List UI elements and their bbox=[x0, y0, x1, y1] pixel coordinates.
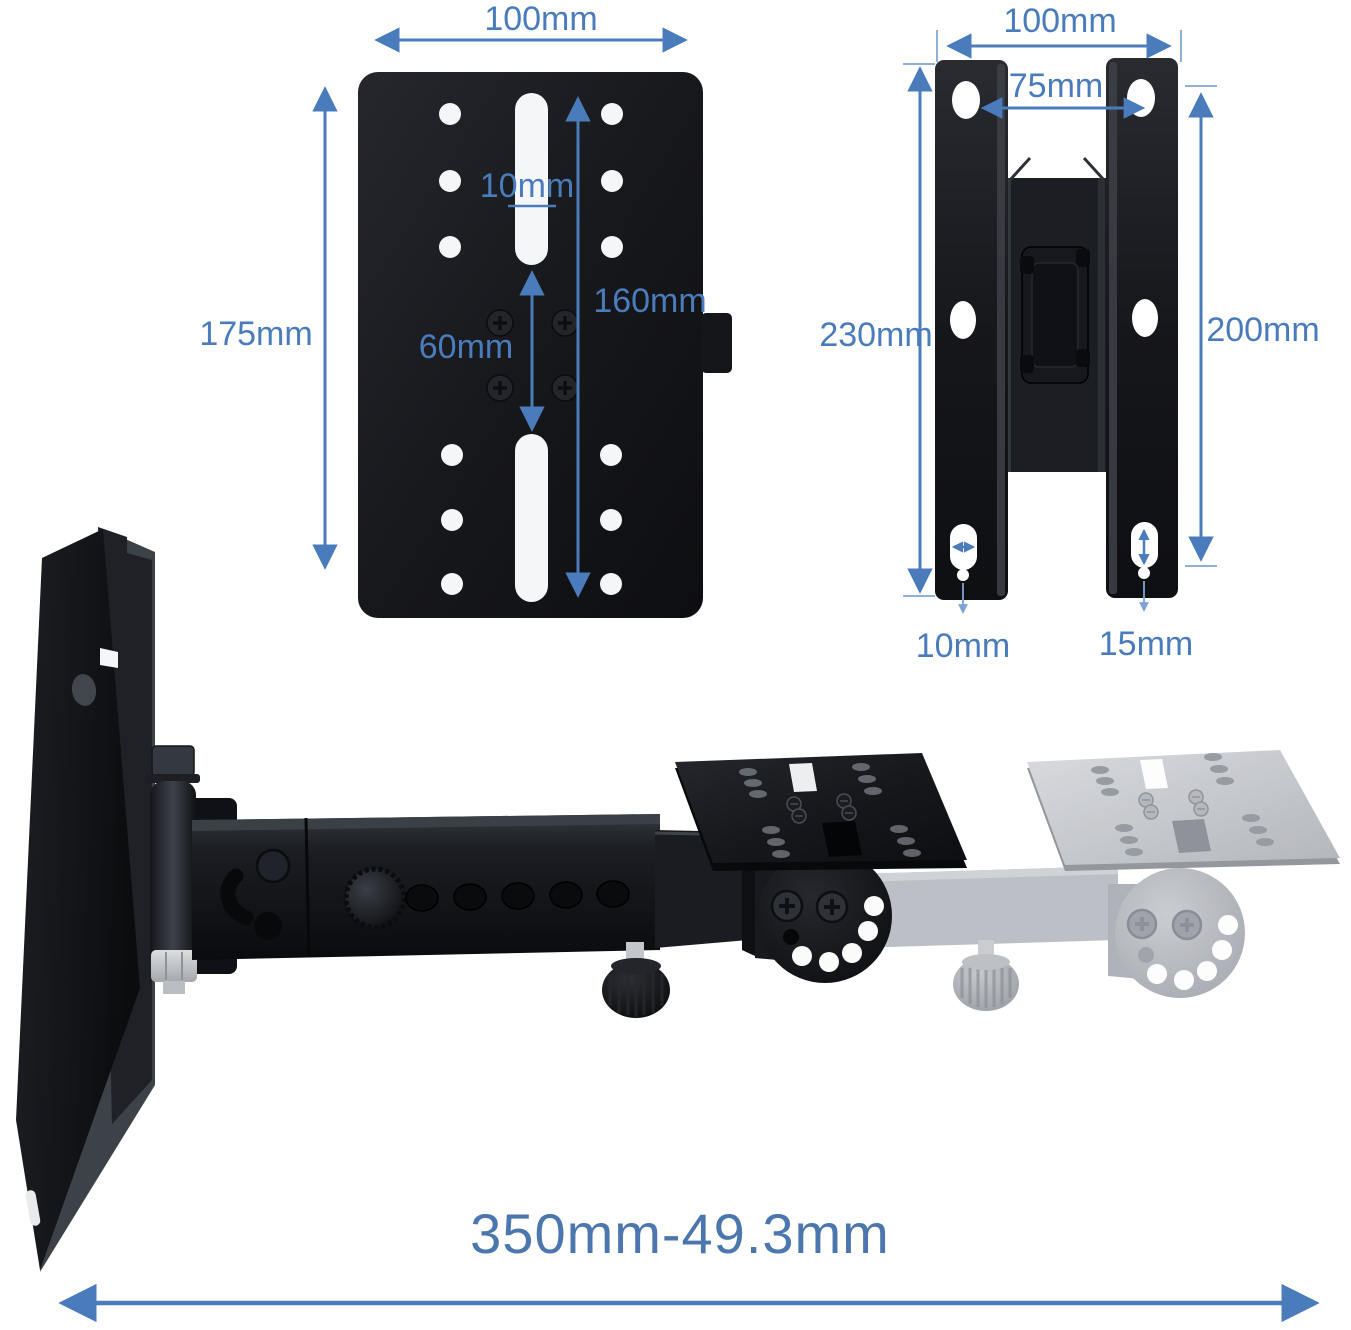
plate-bottom-slot bbox=[515, 434, 548, 602]
column-height-label: 160mm bbox=[593, 282, 706, 320]
knob-knurling bbox=[608, 962, 664, 1017]
ghost-platform-slot-bottom bbox=[1172, 819, 1211, 853]
arm-adjustment-holes bbox=[405, 880, 630, 912]
hinge-nut bbox=[151, 950, 197, 982]
hinge-pin bbox=[150, 781, 196, 967]
bracket-right-height-label: 200mm bbox=[1206, 311, 1319, 349]
right-rail-highlight bbox=[1109, 62, 1117, 594]
left-rail-highlight bbox=[997, 64, 1005, 596]
wall-plate-hole bbox=[71, 674, 97, 706]
ghost-platform-holes bbox=[1091, 753, 1274, 856]
hinge-bolt-head bbox=[151, 745, 195, 777]
plate-side-tab bbox=[701, 313, 732, 373]
extension-dimension: 350mm-49.3mm bbox=[58, 1202, 1320, 1323]
hinge-nut-facets bbox=[165, 952, 183, 980]
center-spacing-label: 60mm bbox=[419, 328, 513, 366]
plate-height-label: 175mm bbox=[199, 315, 312, 353]
platform-slot-top bbox=[789, 763, 817, 792]
slot-width-label: 10mm bbox=[480, 167, 574, 205]
plate-holes bbox=[439, 103, 623, 595]
knob-screw-stem bbox=[626, 942, 644, 960]
ghost-platform-slot-top bbox=[1140, 759, 1168, 789]
tilt-disc-notch bbox=[783, 929, 799, 945]
bracket-width-label: 100mm bbox=[1003, 2, 1116, 40]
arm-main-assembly bbox=[16, 527, 967, 1272]
speaker-platform bbox=[675, 753, 967, 863]
ghost-tube-highlight bbox=[855, 866, 1118, 882]
wall-plate bbox=[16, 529, 140, 1270]
arm-keyhole-slot bbox=[220, 848, 291, 940]
bracket-hinge-block bbox=[1020, 246, 1090, 384]
hole-spacing-label: 75mm bbox=[1009, 67, 1103, 105]
platform-holes bbox=[739, 763, 921, 858]
ghost-disc-holes bbox=[1147, 915, 1238, 990]
ghost-disc-notch bbox=[1138, 947, 1154, 963]
flange-edge-right bbox=[1082, 156, 1106, 182]
ghost-arm-tube bbox=[855, 866, 1118, 948]
bracket-right-slot-label: 15mm bbox=[1099, 625, 1193, 663]
bracket-left-slot-label: 10mm bbox=[916, 627, 1010, 665]
flange-edge-left bbox=[1008, 156, 1032, 182]
front-plate-diagram: 100mm 175mm 10mm 160mm 60mm bbox=[199, 0, 732, 618]
center-plate-right-highlight bbox=[1098, 178, 1105, 472]
rear-bracket-diagram: 100mm 75mm 230mm 200mm 10mm 15mm bbox=[819, 2, 1319, 665]
wall-plate-notch bbox=[100, 648, 118, 668]
arm-tube-seam bbox=[304, 817, 311, 957]
ghost-knob bbox=[953, 940, 1019, 1011]
arm-tube-top-face bbox=[192, 814, 660, 831]
plate-top-slot bbox=[515, 93, 548, 265]
tilt-bracket-flange bbox=[742, 866, 755, 956]
tilt-disc-holes bbox=[792, 896, 884, 972]
bracket-left-height-label: 230mm bbox=[819, 316, 932, 354]
wall-plate-bottom-slot bbox=[25, 1190, 41, 1226]
locking-knob bbox=[602, 942, 670, 1018]
extension-range-label: 350mm-49.3mm bbox=[470, 1202, 890, 1265]
platform-slot-bottom bbox=[822, 821, 862, 857]
hinge-washer bbox=[146, 774, 200, 783]
hinge-bolt-tail bbox=[163, 981, 185, 994]
arm-pivot-dome bbox=[343, 866, 407, 930]
arm-ghost-assembly bbox=[855, 750, 1340, 1011]
plate-width-label: 100mm bbox=[484, 0, 597, 38]
